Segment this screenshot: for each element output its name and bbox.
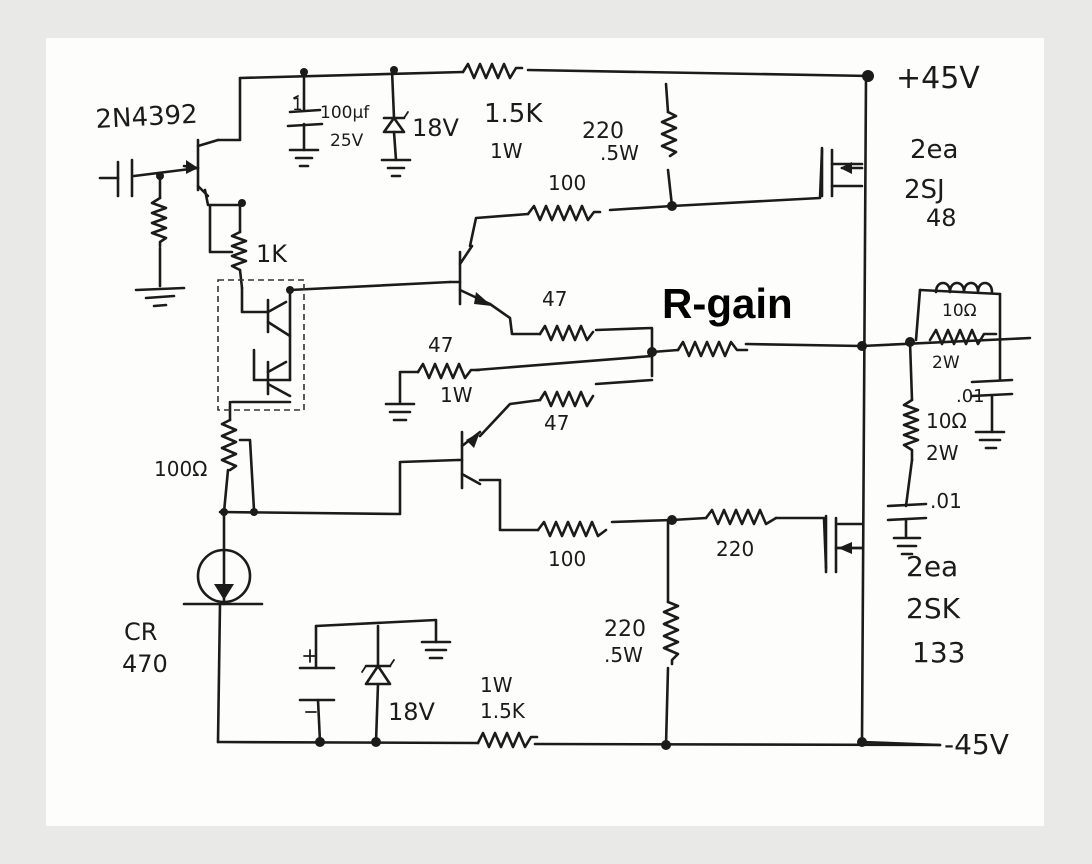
label-r-gain: R-gain <box>662 280 793 327</box>
resistor-220-top <box>660 110 678 158</box>
zener-top <box>382 111 409 134</box>
label-pos-rail: +45V <box>896 61 980 96</box>
capacitors <box>116 95 1014 713</box>
cap-01-lower <box>886 502 928 538</box>
thermal-box <box>217 279 305 411</box>
cap-bottom-supply <box>298 649 336 713</box>
ground-symbol <box>134 286 186 308</box>
ground-symbol <box>384 402 416 422</box>
ground-symbol <box>380 158 412 178</box>
resistor-100-bottom <box>536 520 608 538</box>
label-cap-01-a: .01 <box>956 386 985 407</box>
label-nchan-count: 2ea <box>906 550 958 583</box>
resistor-input <box>150 196 168 248</box>
ground-symbol <box>420 640 452 660</box>
label-res-220-bottom: 220 <box>604 617 646 642</box>
resistor-100-top <box>526 204 602 222</box>
label-res-47-upper: 47 <box>542 287 567 311</box>
mosfet-n-2sk133 <box>824 514 864 574</box>
label-cap-25v: 25V <box>330 131 364 151</box>
label-res-1w-top: 1W <box>490 139 523 163</box>
label-res-47-left: 47 <box>428 333 453 357</box>
zeners <box>361 111 409 686</box>
label-res-10-output-watt: 2W <box>932 353 960 373</box>
labels: 2N4392 1 100µf 25V 18V 1.5K 1W 220 .5W +… <box>95 61 1009 761</box>
ground-symbol <box>288 148 320 168</box>
label-res-100-bottom: 100 <box>548 547 586 571</box>
label-cap-1: 1 <box>292 95 303 115</box>
junctions <box>156 66 915 750</box>
pot-100 <box>220 418 238 472</box>
cap-01-output <box>970 378 1014 398</box>
vbe-multiplier-transistors <box>252 298 292 398</box>
resistor-47-lower <box>538 390 595 408</box>
label-pot-1k: 1K <box>256 240 288 268</box>
pot-1k <box>230 230 248 272</box>
wires <box>98 68 1032 747</box>
label-res-47-left-watt: 1W <box>440 383 473 407</box>
resistor-220-bottom <box>662 600 680 666</box>
label-res-100-top: 100 <box>548 171 586 195</box>
label-pchan-part-a: 2SJ <box>904 175 945 205</box>
label-res-1w-bottom: 1W <box>480 673 513 697</box>
input-capacitor <box>116 158 134 198</box>
jfet-2n4392 <box>182 138 220 198</box>
label-res-47-lower: 47 <box>544 411 569 435</box>
resistor-10-zobel <box>902 398 920 462</box>
label-ccs-part-b: 470 <box>122 650 168 678</box>
resistor-1-5k-top <box>461 62 524 80</box>
label-res-220-bottom-watt: .5W <box>604 643 643 667</box>
cap-100uf-top <box>286 95 324 152</box>
label-pchan-count: 2ea <box>910 135 958 165</box>
resistor-47-left <box>416 362 481 380</box>
bjt-lower <box>456 430 482 490</box>
resistor-220-gate <box>704 508 778 526</box>
label-ccs-part-a: CR <box>124 618 157 646</box>
label-res-1-5k-top: 1.5K <box>484 99 543 129</box>
output-inductor <box>934 281 994 294</box>
label-nchan-part-a: 2SK <box>906 592 961 625</box>
label-pot-100: 100Ω <box>154 457 207 481</box>
resistor-1-5k-bottom <box>476 731 539 749</box>
grounds <box>134 148 1006 660</box>
label-res-10-zobel-watt: 2W <box>926 441 959 465</box>
label-zener-bottom: 18V <box>388 698 436 726</box>
resistor-10-output <box>928 328 998 346</box>
ground-symbol <box>892 536 922 556</box>
label-pchan-part-b: 48 <box>926 204 957 232</box>
zener-bottom <box>361 659 395 686</box>
paper-card <box>46 38 1044 826</box>
label-cap-01-b: .01 <box>930 489 962 513</box>
bjt-upper <box>448 244 492 306</box>
label-res-220-gate: 220 <box>716 537 754 561</box>
ccs-cr470 <box>182 548 264 606</box>
resistors <box>150 62 998 749</box>
label-neg-rail: -45V <box>944 728 1009 761</box>
resistor-r-gain <box>676 340 749 358</box>
label-res-220-top: 220 <box>582 119 624 144</box>
mosfet-p-2sj48 <box>820 146 864 198</box>
label-jfet-part: 2N4392 <box>95 100 199 135</box>
label-res-1-5k-bottom: 1.5K <box>480 699 526 723</box>
label-res-10-output: 10Ω <box>942 301 977 321</box>
label-res-220-top-watt: .5W <box>600 141 639 165</box>
ground-symbol <box>974 430 1006 450</box>
resistor-47-upper <box>538 324 595 342</box>
label-res-10-zobel: 10Ω <box>926 409 967 433</box>
label-zener-top: 18V <box>412 114 460 142</box>
label-nchan-part-b: 133 <box>912 636 965 669</box>
label-cap-100uf: 100µf <box>320 103 370 123</box>
